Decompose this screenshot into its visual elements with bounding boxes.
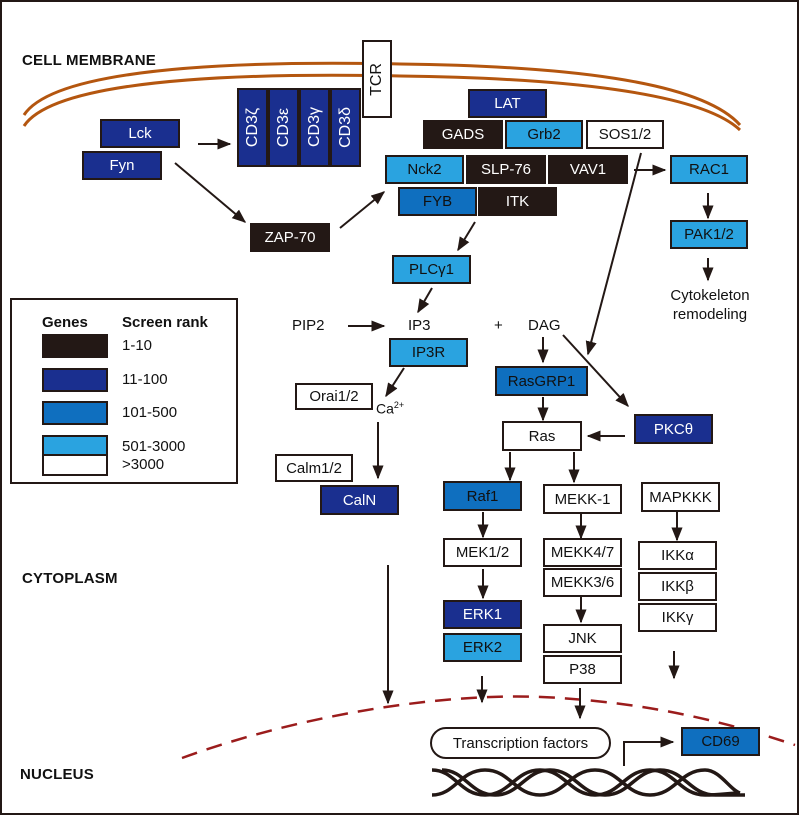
gene-tcr[interactable]: TCR [362,40,392,118]
gene-cd3-zeta[interactable]: CD3ζ [237,88,268,167]
gene-caln[interactable]: CalN [320,485,399,515]
gene-ikk-beta[interactable]: IKKβ [638,572,717,601]
label-calcium: Ca2+ [376,400,405,417]
gene-mapkkk[interactable]: MAPKKK [641,482,720,512]
gene-calm12[interactable]: Calm1/2 [275,454,353,482]
gene-raf1[interactable]: Raf1 [443,481,522,511]
gene-mek12[interactable]: MEK1/2 [443,538,522,567]
gene-vav1[interactable]: VAV1 [548,155,628,184]
gene-pkc-theta[interactable]: PKCθ [634,414,713,444]
gene-erk1[interactable]: ERK1 [443,600,522,629]
gene-zap70[interactable]: ZAP-70 [250,223,330,252]
gene-orai12[interactable]: Orai1/2 [295,383,373,410]
legend-range-top10: 1-10 [122,337,153,354]
gene-ras[interactable]: Ras [502,421,582,451]
label-pip2: PIP2 [292,317,325,334]
label-cytoskeleton-1: Cytokeleton [670,287,750,304]
gene-erk2[interactable]: ERK2 [443,633,522,662]
label-dag: DAG [528,317,561,334]
legend-range-top100: 11-100 [122,371,168,388]
gene-fyn[interactable]: Fyn [82,151,162,180]
legend-range-other: >3000 [122,456,165,473]
cell-membrane-outer [22,61,742,126]
gene-ip3r[interactable]: IP3R [389,338,468,367]
legend-swatch-top10 [42,334,108,358]
gene-fyb[interactable]: FYB [398,187,477,216]
legend-swatch-other [42,454,108,476]
arrow-plcg1-ip3 [417,287,433,314]
label-ip3: IP3 [408,317,431,334]
label-cytoskeleton-2: remodeling [672,306,748,323]
legend-range-top500: 101-500 [122,404,178,421]
gene-jnk[interactable]: JNK [543,624,622,653]
gene-p38[interactable]: P38 [543,655,622,684]
legend-header-genes: Genes [42,314,88,331]
gene-mekk36[interactable]: MEKK3/6 [543,568,622,597]
gene-cd69[interactable]: CD69 [681,727,760,756]
gene-slp76[interactable]: SLP-76 [466,155,546,184]
gene-itk[interactable]: ITK [478,187,557,216]
arrow-dag-pkct [562,334,629,408]
gene-lck[interactable]: Lck [100,119,180,148]
gene-rasgrp1[interactable]: RasGRP1 [495,366,588,396]
gene-nck2[interactable]: Nck2 [385,155,464,184]
gene-sos12[interactable]: SOS1/2 [586,120,664,149]
legend-swatch-top500 [42,401,108,425]
region-cell-membrane: CELL MEMBRANE [22,52,156,69]
legend-header-rank: Screen rank [122,314,208,331]
arrow-itk-plcg1 [457,221,476,252]
gene-gads[interactable]: GADS [423,120,503,149]
transcription-factors[interactable]: Transcription factors [430,727,611,759]
arrow-zap70-nck2 [339,191,386,229]
legend-swatch-top100 [42,368,108,392]
gene-cd3-epsilon[interactable]: CD3ε [268,88,299,167]
gene-ikk-alpha[interactable]: IKKα [638,541,717,570]
gene-cd3-gamma[interactable]: CD3γ [299,88,330,167]
region-nucleus: NUCLEUS [20,766,94,783]
legend: Genes Screen rank 1-10 11-100 101-500 50… [10,298,238,484]
arrow-fyn-zap70 [174,162,247,223]
legend-range-top3000: 501-3000 [122,438,186,455]
region-cytoplasm: CYTOPLASM [22,570,118,587]
gene-mekk1[interactable]: MEKK-1 [543,484,622,514]
cell-membrane-inner [22,73,742,132]
gene-rac1[interactable]: RAC1 [670,155,748,184]
gene-pak12[interactable]: PAK1/2 [670,220,748,249]
nuclear-envelope [181,695,796,760]
dna-helix [431,768,745,797]
gene-lat[interactable]: LAT [468,89,547,118]
arrow-ip3r-ca [385,367,405,398]
gene-mekk47[interactable]: MEKK4/7 [543,538,622,567]
arrow-sos-rasgrp1 [585,152,642,356]
gene-plcg1[interactable]: PLCγ1 [392,255,471,284]
gene-grb2[interactable]: Grb2 [505,120,583,149]
gene-ikk-gamma[interactable]: IKKγ [638,603,717,632]
gene-cd3-delta[interactable]: CD3δ [330,88,361,167]
arrow-promoter-cd69 [623,736,675,766]
label-plus: + [494,317,503,334]
